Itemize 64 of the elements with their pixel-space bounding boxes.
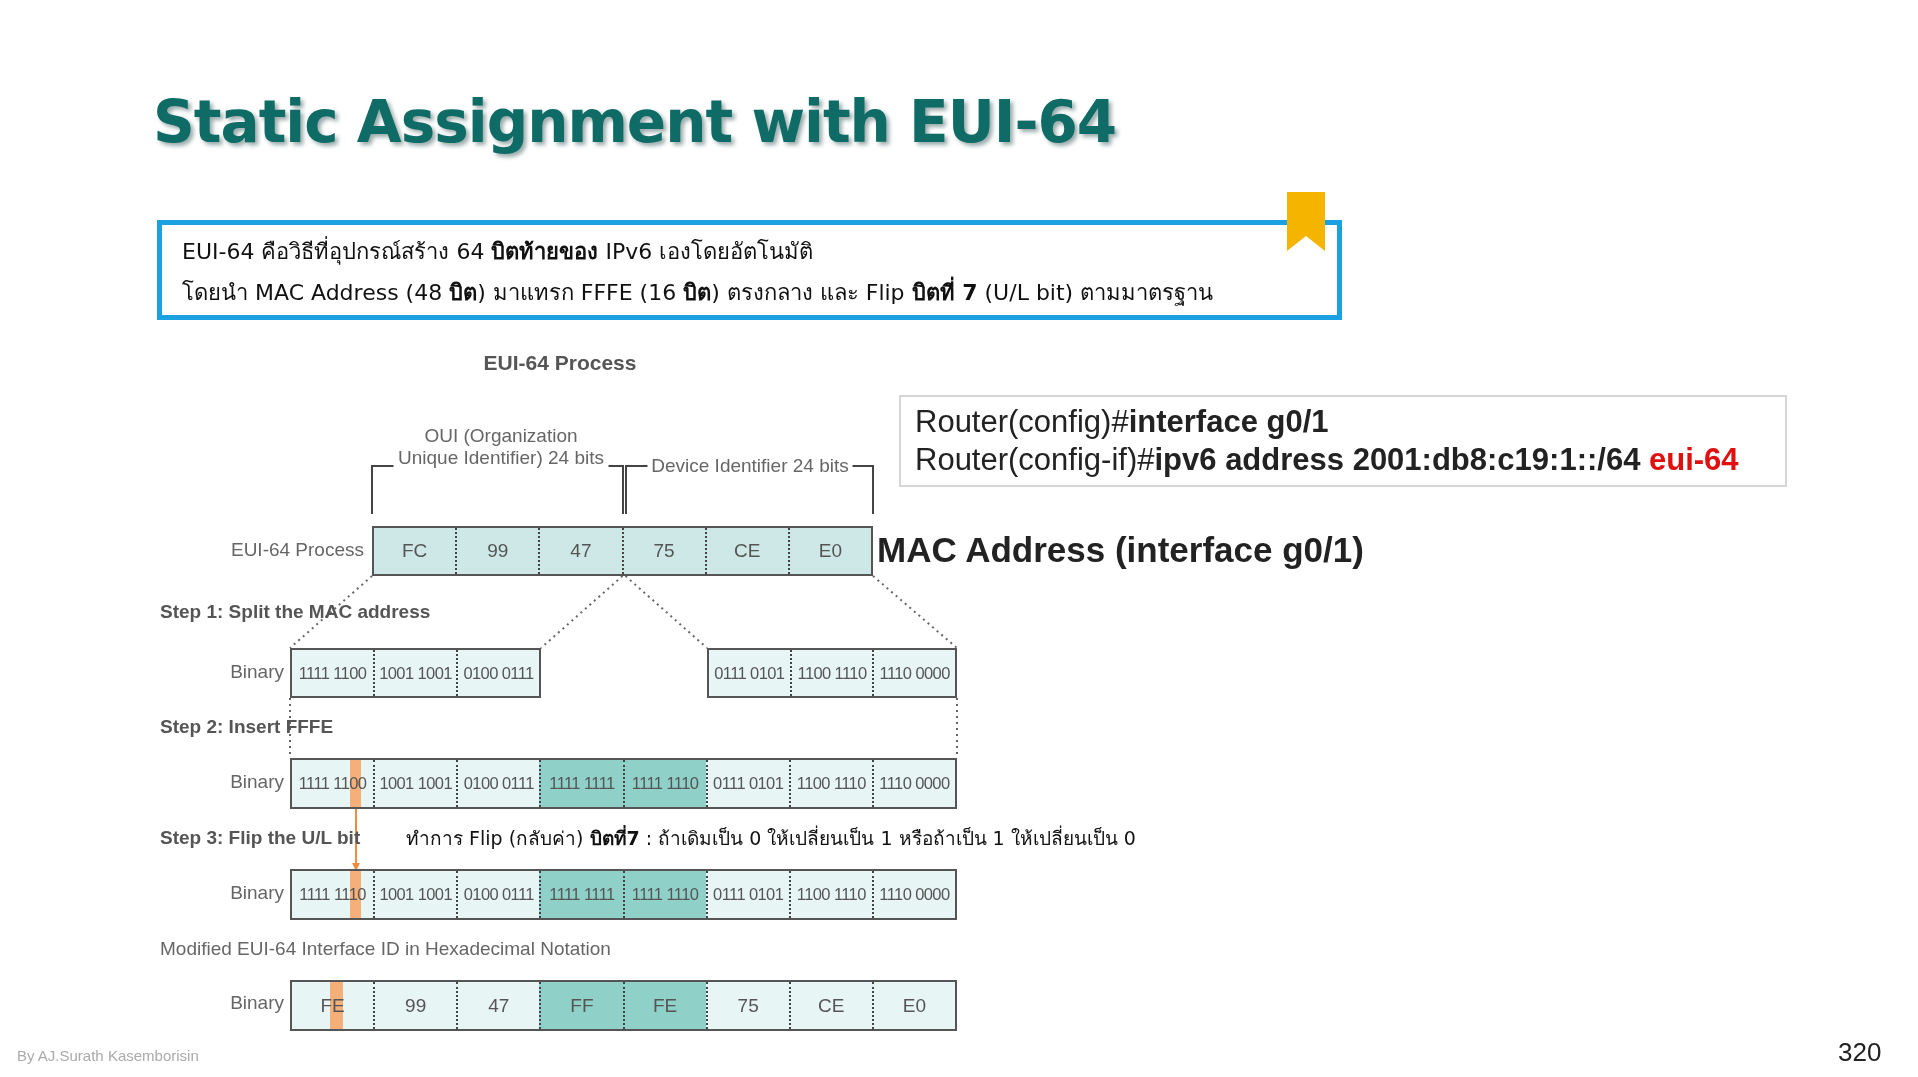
row-label: Binary	[230, 992, 284, 1014]
byte-cell: FC	[374, 528, 456, 574]
byte-row	[290, 980, 957, 1031]
byte-cell: 1100 1110	[789, 650, 873, 696]
page-number: 320	[1838, 1036, 1882, 1068]
byte-cell: 1110 0000	[872, 650, 955, 696]
byte-cell: 1001 1001	[373, 760, 457, 807]
byte-cell: 1110 0000	[871, 871, 955, 918]
row-label: Binary	[230, 882, 284, 904]
row-label: EUI-64 Process	[230, 539, 364, 561]
byte-cell: 1001 1001	[373, 650, 456, 696]
byte-row	[290, 648, 541, 698]
byte-cell: 1110 0000	[871, 760, 955, 807]
code-box	[899, 395, 1787, 487]
section-heading: EUI-64 Process	[483, 351, 637, 375]
info-text: EUI-64 คือวิธีที่อุปกรณ์สร้าง 64 บิตท้ายของ IPv6 เองโดยอัตโนมัติ	[182, 231, 1317, 272]
byte-cell: 0100 0111	[456, 760, 540, 807]
byte-cell: 1100 1110	[788, 760, 872, 807]
projection-line	[872, 575, 958, 649]
projection-line	[540, 575, 624, 649]
step-heading: Step 1: Split the MAC address	[160, 601, 431, 623]
caption-text: Modified EUI-64 Interface ID in Hexadecimal Notation	[160, 938, 611, 960]
byte-cell: 47	[456, 982, 540, 1029]
note-text: ทำการ Flip (กลับค่า) บิตที่7 : ถ้าเดิมเป็น 0 ให้เปลี่ยนเป็น 1 หรือถ้าเป็น 1 ให้เปลี่ยนเป็น 0	[406, 824, 1136, 851]
info-box	[157, 220, 1342, 320]
byte-row	[372, 526, 873, 576]
arrow	[352, 808, 361, 871]
byte-cell: 75	[621, 528, 705, 574]
byte-cell: 1111 1111	[539, 760, 623, 807]
code-line: Router(config)#interface g0/1	[915, 403, 1330, 441]
byte-cell: CE	[704, 528, 788, 574]
info-text: โดยนำ MAC Address (48 บิต) มาแทรก FFFE (16 บิต) ตรงกลาง และ Flip บิตที่ 7 (U/L bit) ตามมาตรฐาน	[182, 272, 1317, 313]
byte-cell: 0111 0101	[705, 760, 789, 807]
byte-cell: 99	[373, 982, 457, 1029]
slide-title: Static Assignment with EUI-64	[153, 88, 1117, 156]
byte-cell: 1111 1110	[622, 760, 706, 807]
code-line: Router(config-if)#ipv6 address 2001:db8:c19:1::/64 eui-64	[915, 441, 1740, 479]
byte-cell: 0100 0111	[456, 871, 540, 918]
byte-cell: 0100 0111	[456, 650, 539, 696]
byte-row	[290, 869, 957, 920]
projection-line	[289, 575, 373, 649]
row-label: Binary	[230, 771, 284, 793]
byte-row	[290, 758, 957, 809]
byte-cell: 75	[705, 982, 789, 1029]
byte-cell: 1100 1110	[788, 871, 872, 918]
projection-line	[624, 575, 708, 649]
step-heading: Step 2: Insert FFFE	[160, 716, 334, 738]
byte-cell: CE	[788, 982, 872, 1029]
byte-cell: 0111 0101	[709, 650, 790, 696]
byte-row	[707, 648, 957, 698]
mac-caption: MAC Address (interface g0/1)	[877, 530, 1364, 570]
row-label: Binary	[230, 661, 284, 683]
byte-cell: E0	[871, 982, 955, 1029]
byte-cell: 1111 1111	[539, 871, 623, 918]
byte-cell: 99	[455, 528, 539, 574]
byte-cell: 1111 1110	[622, 871, 706, 918]
byte-cell: FF	[539, 982, 623, 1029]
byte-cell: FE	[622, 982, 706, 1029]
byte-cell: 0111 0101	[705, 871, 789, 918]
byte-cell: 1111 1100	[292, 650, 373, 696]
byte-cell: 1001 1001	[373, 871, 457, 918]
byte-cell: 47	[538, 528, 622, 574]
author-credit: By AJ.Surath Kasemborisin	[17, 1046, 199, 1064]
byte-cell: E0	[787, 528, 872, 574]
